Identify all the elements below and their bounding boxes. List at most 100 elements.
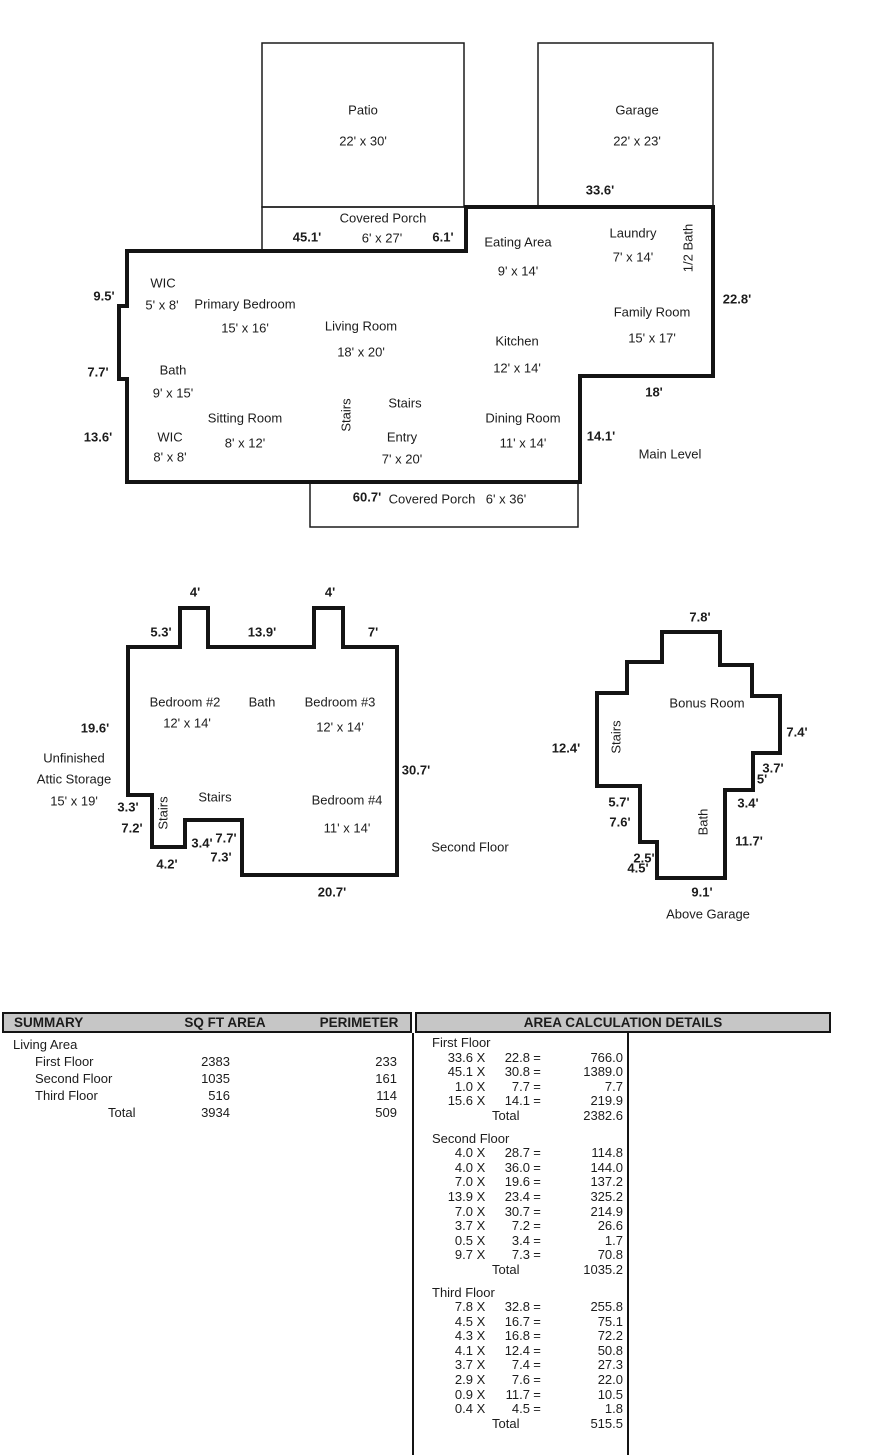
area-calculation-details: First Floor 33.6 X 22.8 = 766.0 45.1 [430,1035,628,1439]
calc-length-value: 30.7 [504,1203,530,1219]
calc-width-value: 0.5 [454,1232,473,1248]
summary-row: Second Floor 1035 161 [0,1070,410,1087]
room-bedroom-4-dims: 11' x 14' [323,820,371,836]
dim-7-7-second: 7.7' [215,830,237,846]
room-kitchen: Kitchen [495,333,539,349]
calc-times-symbol: X [476,1247,486,1263]
room-dining-room-dims: 11' x 14' [499,435,547,451]
calc-result-value: 766.0 [590,1049,623,1065]
dim-5: 5' [756,771,768,787]
calc-row: 4.1 X 12.4 = 50.8 [430,1342,628,1359]
dim-7: 7' [367,624,379,640]
calc-length-value: 7.4 [511,1357,530,1373]
calc-row: 4.5 X 16.7 = 75.1 [430,1314,628,1330]
calc-result-value: 26.6 [597,1218,623,1234]
dim-9-1: 9.1' [691,884,713,900]
room-entry: Entry [386,429,418,445]
calc-section-title: First Floor [432,1035,491,1050]
room-attic-line2: Attic Storage [36,771,112,787]
calc-times-symbol: X [476,1049,486,1065]
table-divider-right [627,1033,629,1455]
room-half-bath: 1/2 Bath [680,223,696,273]
calc-total-value: 2382.6 [583,1107,623,1123]
room-stairs-above-garage: Stairs [608,720,624,754]
calc-times-symbol: X [476,1064,486,1080]
calc-width-value: 0.4 [454,1401,473,1417]
calc-equals-symbol: = [533,1372,541,1388]
calc-total-value: 515.5 [590,1415,623,1431]
caption-above-garage: Above Garage [666,906,750,922]
room-living-room-dims: 18' x 20' [337,344,385,360]
calc-times-symbol: X [476,1093,486,1109]
calc-times-symbol: X [476,1299,486,1315]
calc-row: 0.9 X 11.7 = 10.5 [430,1386,628,1403]
room-sitting-room: Sitting Room [207,410,283,426]
summary-total-row: Total 3934 509 [0,1104,410,1121]
calc-length-value: 4.5 [511,1401,530,1417]
dim-4-5: 4.5' [627,860,649,876]
room-living-room: Living Room [324,318,398,334]
calc-width-value: 15.6 [447,1093,473,1109]
calc-result-value: 1.7 [604,1232,623,1248]
room-bedroom-2-dims: 12' x 14' [163,715,211,731]
calc-result-value: 255.8 [590,1299,623,1315]
calc-width-value: 33.6 [447,1049,473,1065]
calc-total-label: Total [492,1107,520,1123]
calc-width-value: 45.1 [447,1064,473,1080]
room-bedroom-3-dims: 12' x 14' [316,719,364,735]
summary-total-label: Total [108,1105,136,1120]
calc-result-value: 7.7 [604,1078,623,1094]
dim-9-5: 9.5' [93,288,115,304]
calc-result-value: 70.8 [597,1247,623,1263]
calc-length-value: 22.8 [504,1049,530,1065]
calc-width-value: 0.9 [454,1386,473,1402]
room-laundry: Laundry [609,225,657,241]
details-header-bar: AREA CALCULATION DETAILS [415,1012,831,1033]
dim-7-7: 7.7' [87,364,109,380]
patio-outline [261,42,465,208]
room-stairs-vertical-main: Stairs [338,398,354,432]
calc-width-value: 7.0 [454,1174,473,1190]
garage-outline [537,42,714,208]
calc-times-symbol: X [476,1188,486,1204]
calc-times-symbol: X [476,1342,486,1358]
calc-times-symbol: X [476,1145,486,1161]
room-bedroom-4: Bedroom #4 [311,792,383,808]
calc-length-value: 36.0 [504,1159,530,1175]
room-eating-area-dims: 9' x 14' [497,263,539,279]
calc-row: 13.9 X 23.4 = 325.2 [430,1188,628,1205]
summary-row-perimeter: 114 [376,1088,397,1103]
summary-row-perimeter: 233 [375,1054,397,1069]
header-summary: SUMMARY [14,1014,84,1030]
calc-section-total-row: Total 1035.2 [430,1262,628,1278]
summary-row-sqft: 516 [208,1088,230,1103]
summary-group-label: Living Area [13,1037,78,1052]
calc-width-value: 3.7 [454,1218,473,1234]
caption-second-floor: Second Floor [431,839,509,855]
dim-4-left: 4' [189,584,201,600]
room-covered-porch-top-dims: 6' x 27' [361,230,403,246]
dim-3-3: 3.3' [117,799,139,815]
calc-width-value: 7.0 [454,1203,473,1219]
calc-equals-symbol: = [533,1188,541,1204]
dim-5-7: 5.7' [608,794,630,810]
calc-result-value: 144.0 [590,1159,623,1175]
dim-14-1: 14.1' [586,428,616,444]
calc-result-value: 22.0 [597,1372,623,1388]
header-perimeter: PERIMETER [319,1014,399,1030]
room-bath-second: Bath [248,694,276,710]
calc-equals-symbol: = [533,1328,541,1344]
calc-times-symbol: X [476,1357,486,1373]
room-wic-lower: WIC [157,429,183,445]
summary-header-bar: SUMMARY SQ FT AREA PERIMETER [2,1012,412,1033]
dim-4-right: 4' [324,584,336,600]
room-kitchen-dims: 12' x 14' [493,360,541,376]
calc-row: 1.0 X 7.7 = 7.7 [430,1078,628,1095]
room-laundry-dims: 7' x 14' [612,249,654,265]
summary-row-perimeter: 161 [375,1071,397,1086]
calc-times-symbol: X [476,1386,486,1402]
calc-equals-symbol: = [533,1386,541,1402]
dim-3-7: 3.7' [762,760,784,776]
calc-length-value: 30.8 [504,1064,530,1080]
summary-total-sqft: 3934 [201,1105,230,1120]
